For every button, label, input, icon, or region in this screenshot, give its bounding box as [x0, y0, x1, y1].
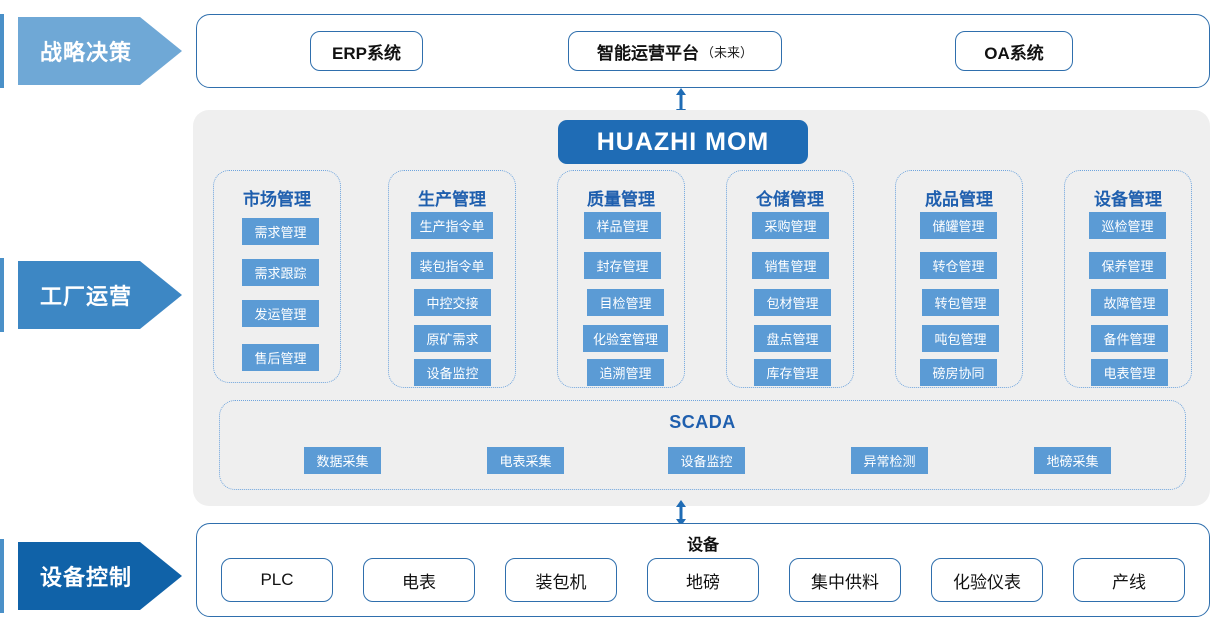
band-operation: 工厂运营 — [18, 261, 183, 329]
device-zhuangbaoji[interactable]: 装包机 — [505, 558, 617, 602]
factory-operation-panel — [193, 110, 1210, 506]
module-column-warehouse — [726, 170, 854, 388]
mom-title: HUAZHI MOM — [596, 127, 770, 156]
scada-item-yichang-jiance[interactable]: 异常检测 — [851, 447, 928, 474]
edge-strip-bottom — [0, 539, 4, 613]
module-column-production — [388, 170, 516, 388]
module-item-shouhou-guanli[interactable]: 售后管理 — [242, 344, 319, 371]
module-column-finished — [895, 170, 1023, 388]
scada-item-dibang-caiji[interactable]: 地磅采集 — [1034, 447, 1111, 474]
module-item-fayun-guanli[interactable]: 发运管理 — [242, 300, 319, 327]
module-item-shebei-jiankong-prod[interactable]: 设备监控 — [414, 359, 491, 386]
module-item-guzhang-guanli[interactable]: 故障管理 — [1091, 289, 1168, 316]
module-item-zhuisu-guanli[interactable]: 追溯管理 — [587, 359, 664, 386]
module-item-caigou-guanli[interactable]: 采购管理 — [752, 212, 829, 239]
device-panel-title: 设备 — [686, 537, 719, 554]
band-strategy: 战略决策 — [18, 17, 183, 85]
scada-item-dianbiao-caiji[interactable]: 电表采集 — [487, 447, 564, 474]
module-item-xuqiu-genzong[interactable]: 需求跟踪 — [242, 259, 319, 286]
module-item-dunbao-guanli[interactable]: 吨包管理 — [922, 325, 999, 352]
module-item-chuguan-guanli[interactable]: 储罐管理 — [920, 212, 997, 239]
band-operation-label: 工厂运营 — [40, 284, 133, 309]
band-strategy-label: 战略决策 — [40, 40, 133, 65]
module-item-dianbiao-guanli[interactable]: 电表管理 — [1091, 359, 1168, 386]
system-erp[interactable]: ERP系统 — [310, 31, 423, 71]
edge-strip-top — [0, 14, 4, 88]
device-zhuangbaoji-label: 装包机 — [535, 572, 587, 592]
edge-strip-middle — [0, 258, 4, 332]
module-item-yangpin-guanli[interactable]: 样品管理 — [584, 212, 661, 239]
module-item-shengchan-zhilingdan[interactable]: 生产指令单 — [411, 212, 493, 239]
module-item-zhuanbao-guanli[interactable]: 转包管理 — [922, 289, 999, 316]
module-column-quality — [557, 170, 685, 388]
module-item-zhuangbao-zhilingdan[interactable]: 装包指令单 — [411, 252, 493, 279]
device-chanxian[interactable]: 产线 — [1073, 558, 1185, 602]
system-smart-ops-label: 智能运营平台 — [596, 43, 699, 63]
band-control-label: 设备控制 — [40, 565, 133, 590]
device-huayan-yibiao[interactable]: 化验仪表 — [931, 558, 1043, 602]
module-column-finished-title: 成品管理 — [925, 190, 993, 209]
device-plc[interactable]: PLC — [221, 558, 333, 602]
module-column-market — [213, 170, 341, 383]
module-item-kucun-guanli[interactable]: 库存管理 — [754, 359, 831, 386]
device-huayan-yibiao-label: 化验仪表 — [953, 572, 1021, 592]
module-item-beijian-guanli[interactable]: 备件管理 — [1091, 325, 1168, 352]
module-item-yuankuang-xuqiu[interactable]: 原矿需求 — [414, 325, 491, 352]
module-item-xuqiu-guanli[interactable]: 需求管理 — [242, 218, 319, 245]
module-item-xiaoshou-guanli[interactable]: 销售管理 — [752, 252, 829, 279]
module-item-xunjian-guanli[interactable]: 巡检管理 — [1089, 212, 1166, 239]
system-smart-ops-sub: （未来） — [700, 44, 753, 60]
device-dibang-label: 地磅 — [686, 572, 720, 592]
module-column-production-title: 生产管理 — [418, 190, 486, 209]
device-dianbiao-label: 电表 — [402, 572, 436, 592]
scada-item-shuju-caiji[interactable]: 数据采集 — [304, 447, 381, 474]
module-column-equipment — [1064, 170, 1192, 388]
module-item-zhongkong-jiaojie[interactable]: 中控交接 — [414, 289, 491, 316]
module-column-equipment-title: 设备管理 — [1094, 190, 1162, 209]
scada-item-shebei-jiankong[interactable]: 设备监控 — [668, 447, 745, 474]
device-plc-label: PLC — [260, 570, 294, 589]
scada-title: SCADA — [669, 412, 736, 432]
module-item-huayanshi-guanli[interactable]: 化验室管理 — [583, 325, 668, 352]
module-item-baocai-guanli[interactable]: 包材管理 — [754, 289, 831, 316]
module-column-warehouse-title: 仓储管理 — [756, 190, 824, 209]
scada-panel — [219, 400, 1186, 490]
band-control: 设备控制 — [18, 542, 183, 610]
module-item-mujian-guanli[interactable]: 目检管理 — [587, 289, 664, 316]
system-oa[interactable]: OA系统 — [955, 31, 1073, 71]
module-item-baoyang-guanli[interactable]: 保养管理 — [1089, 252, 1166, 279]
device-dianbiao[interactable]: 电表 — [363, 558, 475, 602]
system-oa-label: OA系统 — [984, 43, 1044, 63]
device-jizhong-gongliao-label: 集中供料 — [811, 572, 879, 592]
module-item-zhuangcang-guanli[interactable]: 转仓管理 — [920, 252, 997, 279]
module-item-pangfang-xietong[interactable]: 磅房协同 — [920, 359, 997, 386]
module-column-quality-title: 质量管理 — [587, 190, 655, 209]
module-column-market-title: 市场管理 — [243, 190, 311, 209]
module-item-fengcun-guanli[interactable]: 封存管理 — [584, 252, 661, 279]
mom-banner: HUAZHI MOM — [558, 120, 808, 164]
module-item-pandian-guanli[interactable]: 盘点管理 — [754, 325, 831, 352]
device-jizhong-gongliao[interactable]: 集中供料 — [789, 558, 901, 602]
device-chanxian-label: 产线 — [1112, 572, 1146, 592]
system-smart-ops[interactable]: 智能运营平台 （未来） — [568, 31, 782, 71]
device-dibang[interactable]: 地磅 — [647, 558, 759, 602]
connector-mom-to-device — [676, 500, 686, 526]
system-erp-label: ERP系统 — [332, 43, 401, 63]
